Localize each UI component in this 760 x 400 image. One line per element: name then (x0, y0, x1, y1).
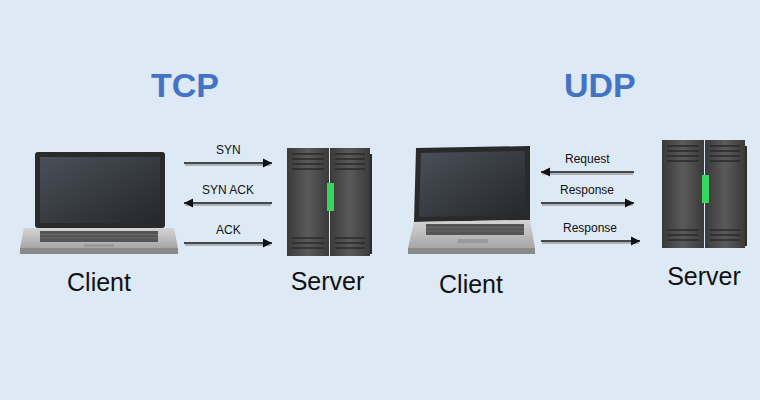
arrow-line (184, 242, 272, 244)
device-node: Server (658, 138, 750, 295)
message-arrow (541, 199, 634, 208)
message-arrow (184, 199, 272, 208)
arrow-shadow (542, 174, 633, 175)
arrow-shadow (185, 205, 271, 206)
arrow-line (541, 171, 634, 173)
arrow-head (263, 159, 272, 168)
laptop-icon (20, 152, 178, 254)
arrow-line (184, 202, 272, 204)
message-arrow (541, 237, 640, 246)
arrow-line (541, 240, 640, 242)
arrow-head (631, 237, 640, 246)
message-arrow (184, 239, 272, 248)
laptop-icon (408, 146, 535, 254)
arrow-shadow (185, 165, 271, 166)
device-node: Client (18, 148, 180, 301)
server-icon (287, 148, 372, 256)
message-label: Request (563, 152, 612, 167)
device-label: Server (667, 262, 741, 291)
message-arrow (184, 159, 272, 168)
device-node: Client (405, 145, 537, 303)
arrow-head (184, 199, 193, 208)
message-label: Response (561, 221, 619, 236)
protocol-title: TCP (151, 65, 219, 105)
arrow-shadow (542, 205, 633, 206)
message-label: ACK (214, 223, 243, 238)
arrow-line (184, 162, 272, 164)
message-arrow (541, 168, 634, 177)
arrow-head (625, 199, 634, 208)
arrow-shadow (185, 245, 271, 246)
device-label: Server (291, 267, 365, 296)
server-icon (662, 140, 747, 248)
arrow-line (541, 202, 634, 204)
device-label: Client (67, 268, 131, 297)
arrow-shadow (542, 243, 639, 244)
protocol-title: UDP (564, 65, 636, 105)
device-label: Client (439, 270, 503, 299)
message-label: Response (558, 183, 616, 198)
arrow-head (541, 168, 550, 177)
message-label: SYN ACK (200, 183, 256, 198)
message-label: SYN (214, 143, 243, 158)
arrow-head (263, 239, 272, 248)
device-node: Server (280, 145, 375, 300)
